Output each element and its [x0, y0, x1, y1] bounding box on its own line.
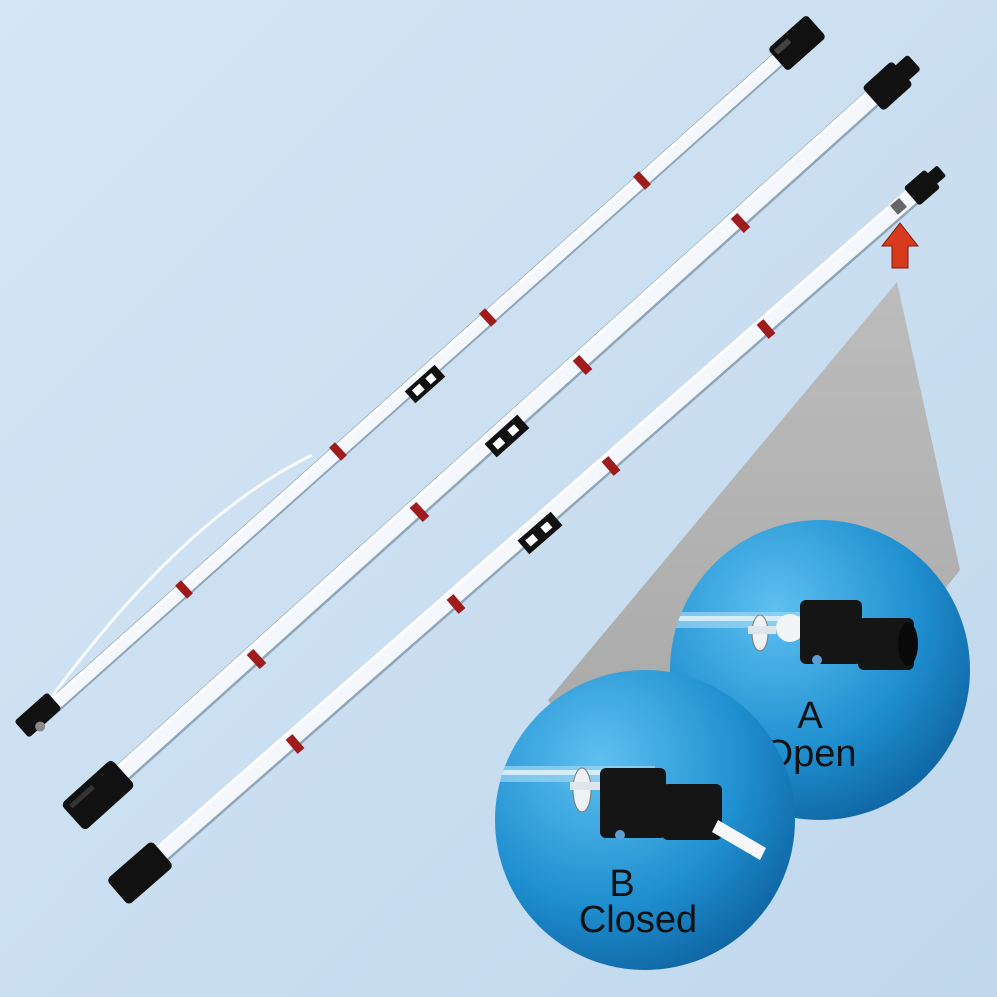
bottom-cap: [15, 693, 61, 737]
callout-a-letter: A: [797, 695, 823, 737]
callout-b-letter: B: [609, 863, 634, 905]
pointer-arrow-icon: [880, 222, 920, 269]
red-band: [175, 171, 651, 599]
top-cap: [863, 55, 920, 110]
top-cap: [904, 166, 946, 205]
valve-clip: [404, 364, 446, 404]
pull-cord: [43, 453, 313, 707]
red-band: [246, 212, 751, 670]
top-valve: [890, 197, 907, 215]
valve-clip: [517, 511, 563, 555]
top-cap: [769, 16, 825, 70]
sampler-tube-1: [15, 16, 825, 737]
bottom-cap: [108, 842, 172, 904]
callout-b-state: Closed: [579, 899, 697, 941]
sampler-tube-2: [62, 55, 920, 830]
bottom-cap: [62, 760, 134, 830]
valve-clip: [484, 414, 530, 458]
callout-b: B Closed: [495, 670, 795, 970]
sampler-tube-3: [108, 166, 946, 904]
red-band: [285, 319, 776, 754]
